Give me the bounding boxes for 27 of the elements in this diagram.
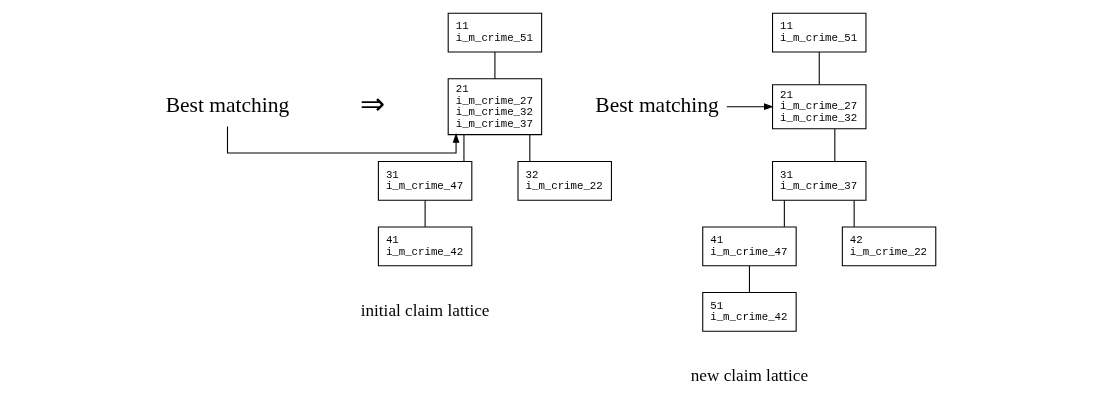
connector: [493, 51, 495, 79]
connector: [748, 264, 750, 293]
label: initial claim lattice: [360, 300, 489, 320]
arrow: [226, 125, 459, 153]
connector: [783, 199, 785, 227]
arrow: [725, 102, 774, 110]
connector: [528, 133, 530, 162]
node-box: 21 i_m_crime_27 i_m_crime_32 i_m_crime_37: [447, 77, 542, 135]
node-box: 42 i_m_crime_22: [841, 226, 936, 266]
node-box: 31 i_m_crime_47: [377, 160, 472, 201]
node-box: 51 i_m_crime_42: [701, 291, 797, 332]
connector: [424, 199, 426, 227]
node-text: Best matching: [594, 92, 719, 117]
node-box: 32 i_m_crime_22: [516, 160, 612, 201]
node-box: 41 i_m_crime_42: [377, 226, 472, 266]
connector: [818, 51, 820, 85]
connector: [462, 133, 464, 162]
label: new claim lattice: [690, 365, 808, 385]
label: ⇒: [359, 86, 385, 121]
node-text: Best matching: [165, 92, 289, 117]
node-box: 41 i_m_crime_47: [701, 226, 797, 266]
node-box: 11 i_m_crime_51: [447, 12, 542, 52]
node-box: 11 i_m_crime_51: [771, 12, 866, 52]
connector: [853, 199, 855, 227]
connector: [833, 127, 835, 162]
node-box: 21 i_m_crime_27 i_m_crime_32: [771, 83, 866, 129]
node-box: 31 i_m_crime_37: [771, 160, 866, 201]
